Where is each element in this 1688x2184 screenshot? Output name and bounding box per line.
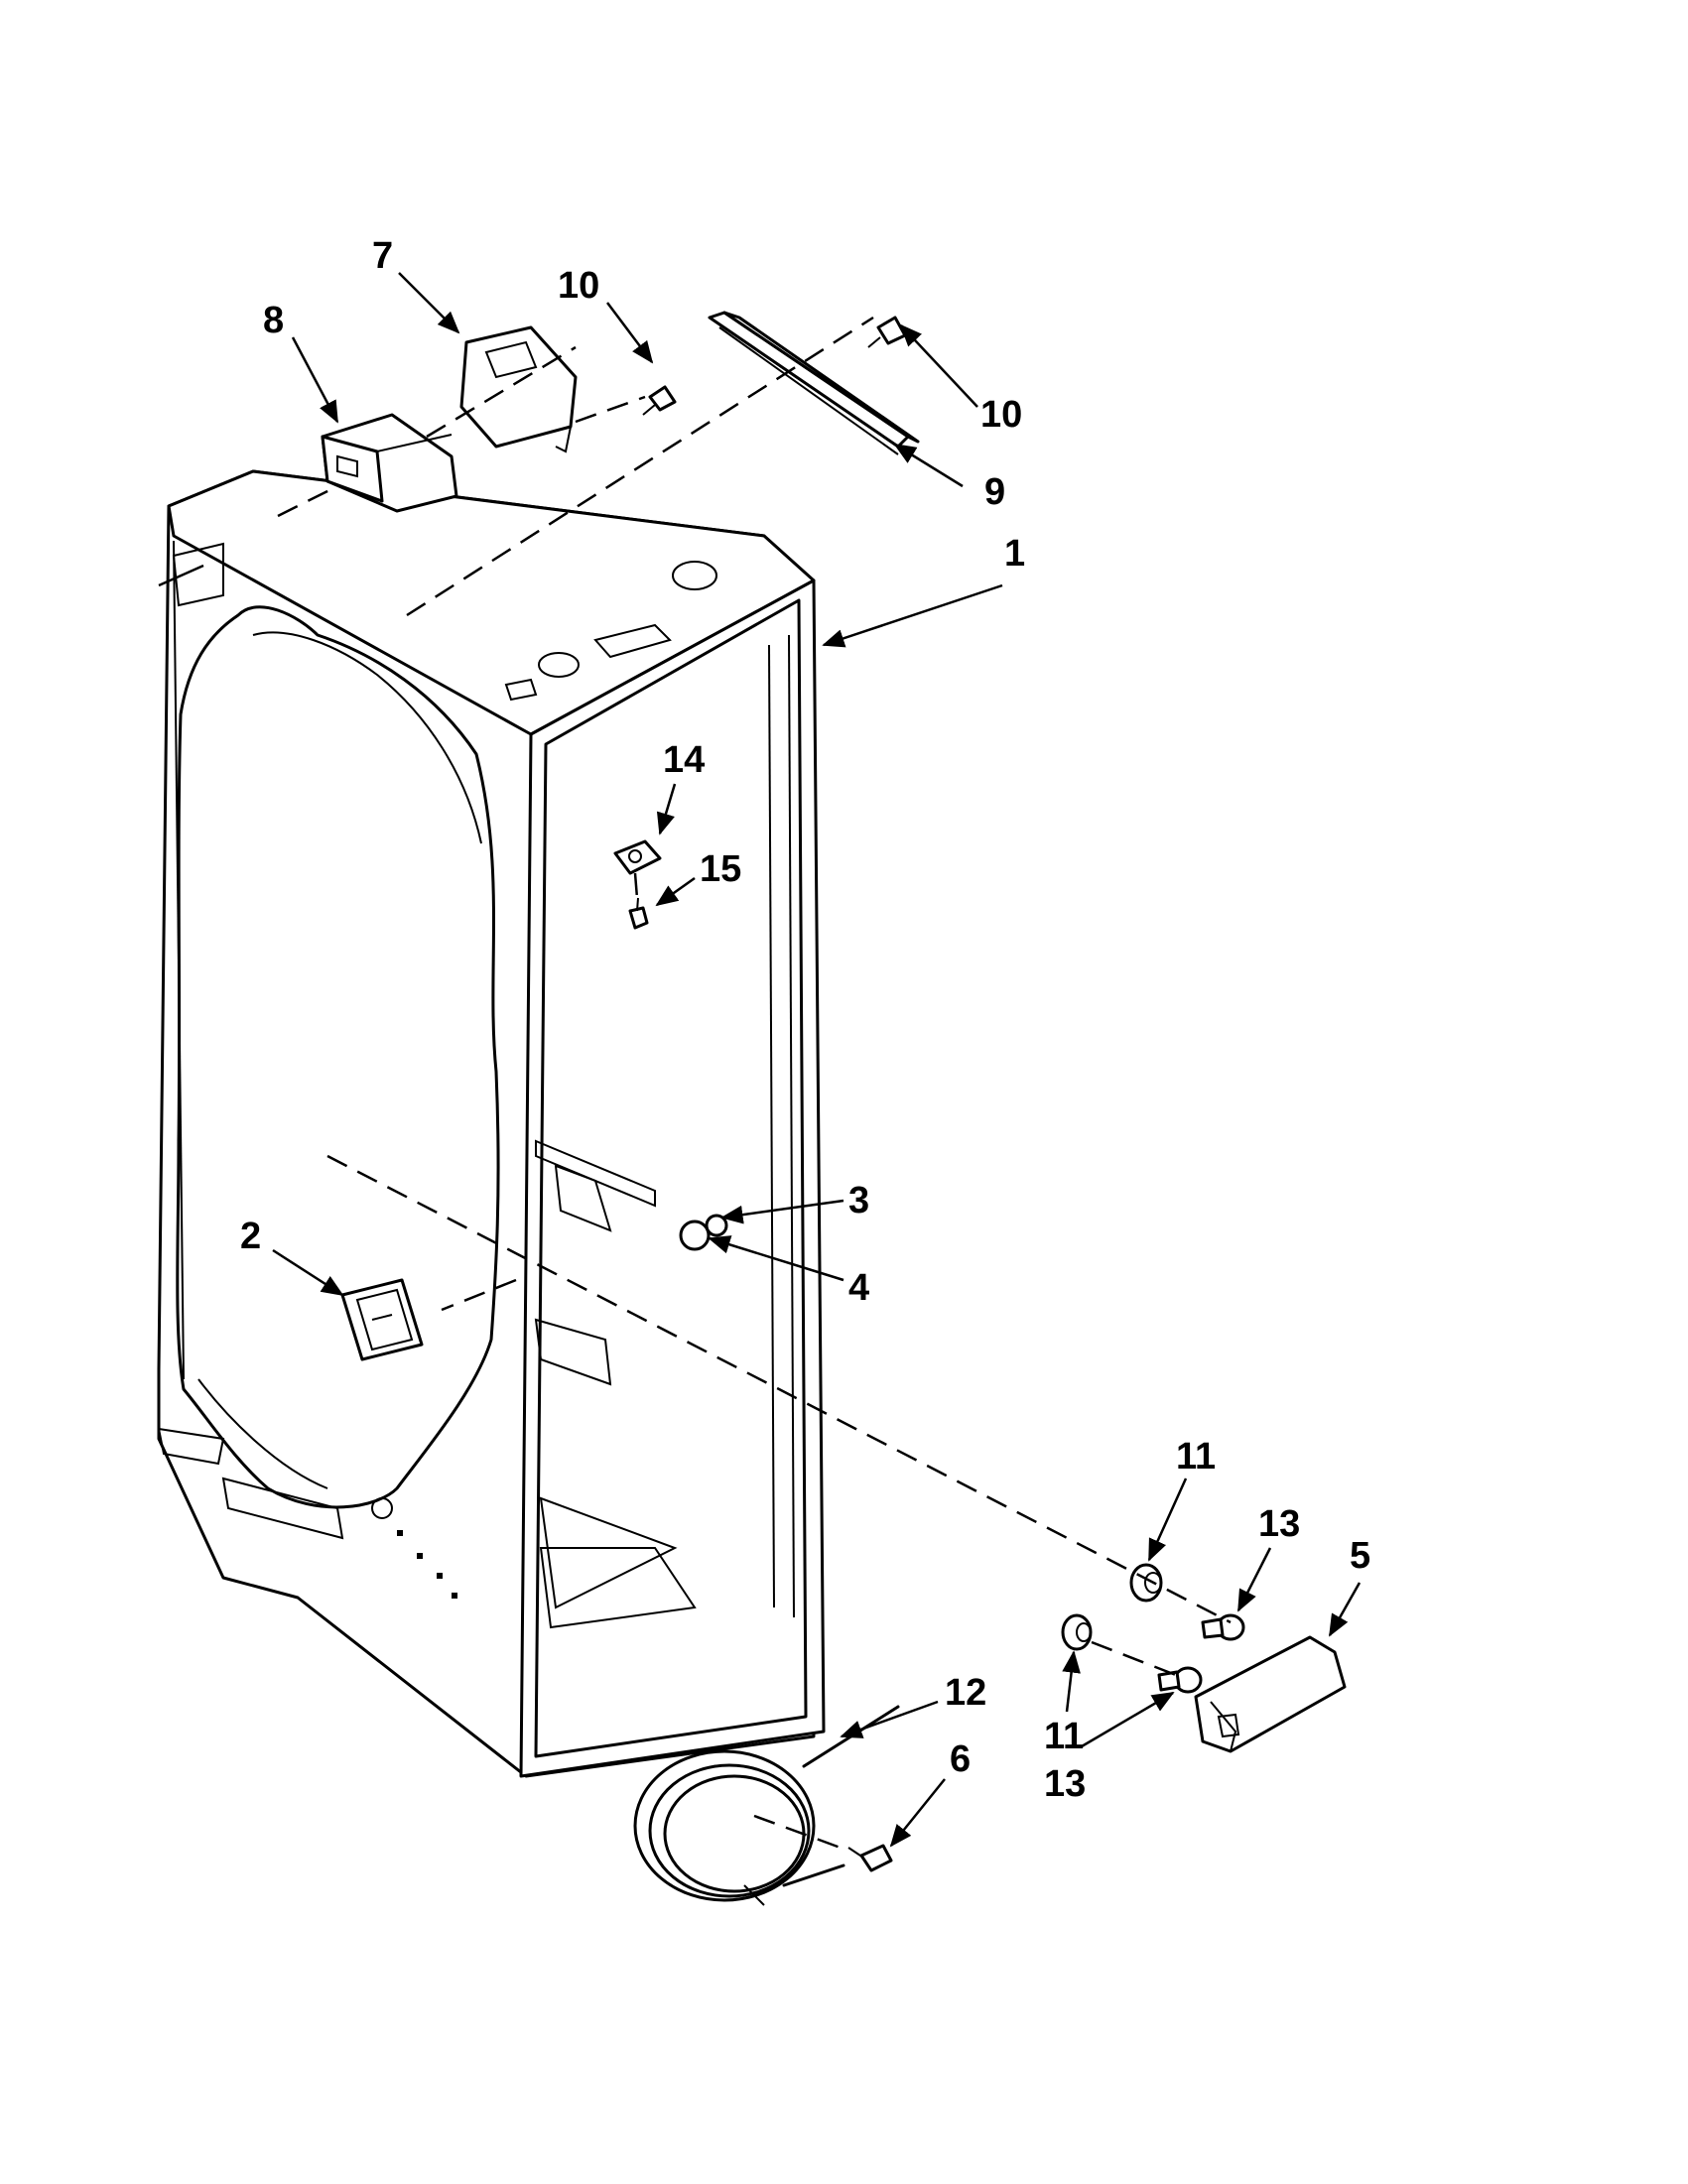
knob (679, 1214, 728, 1251)
screw-top-left (642, 385, 677, 416)
callout-8: 8 (263, 300, 284, 341)
vent-grille (340, 1278, 424, 1361)
callout-15: 15 (700, 848, 741, 890)
control-housing (321, 413, 458, 513)
callout-13-upper: 13 (1258, 1503, 1300, 1545)
callout-13-lower: 13 (1044, 1763, 1086, 1805)
callout-6: 6 (950, 1738, 971, 1780)
screw-bottom (847, 1844, 893, 1872)
callout-12: 12 (945, 1672, 986, 1714)
bushing-upper (1129, 1563, 1163, 1603)
callout-11-lower: 11 (1044, 1716, 1084, 1757)
callout-3: 3 (848, 1180, 869, 1221)
rail (708, 311, 920, 455)
callout-1: 1 (1004, 533, 1025, 575)
screw-mid (628, 897, 649, 930)
callout-7: 7 (372, 235, 393, 277)
callout-labels: 7 10 8 10 9 1 14 15 3 2 4 11 13 5 12 11 … (240, 235, 1370, 1805)
dispenser-housing (1194, 1635, 1347, 1753)
screw-top-right (867, 316, 907, 348)
callout-9: 9 (984, 471, 1005, 513)
bushing-lower (1061, 1613, 1093, 1651)
callout-2: 2 (240, 1216, 261, 1257)
callout-14: 14 (663, 739, 705, 781)
callout-10-top-left: 10 (558, 265, 599, 307)
pin-upper (1201, 1613, 1245, 1641)
clip (613, 839, 662, 875)
leader-arrows (272, 272, 1362, 1848)
callout-4: 4 (848, 1267, 869, 1309)
bracket (459, 325, 578, 453)
callout-10-top-right: 10 (980, 394, 1022, 436)
cabinet-liner (157, 469, 826, 1778)
callout-11-upper: 11 (1176, 1436, 1216, 1477)
alignment-lines (277, 316, 1232, 1853)
callout-5: 5 (1350, 1535, 1370, 1577)
